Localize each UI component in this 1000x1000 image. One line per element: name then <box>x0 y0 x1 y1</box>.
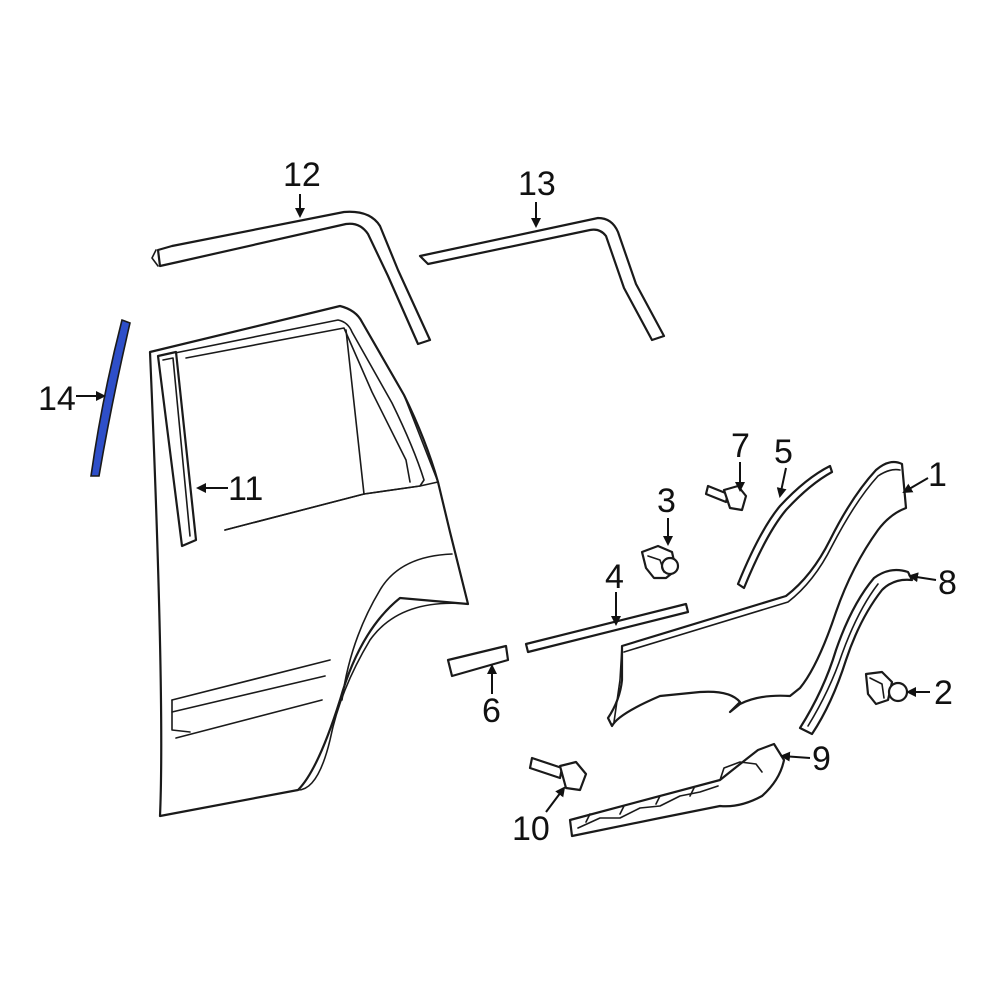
part-11-pillar-applique <box>156 350 198 548</box>
part-9-rocker-molding <box>568 742 786 838</box>
part-4-bottom-molding <box>524 602 690 654</box>
callout-3: 3 <box>657 482 676 520</box>
part-12-roof-molding <box>151 210 432 346</box>
part-14-pillar-molding-highlighted <box>90 318 131 477</box>
callout-7: 7 <box>731 427 750 465</box>
part-13-roof-molding <box>418 216 666 342</box>
callout-6: 6 <box>482 692 501 730</box>
rear-door-panel <box>148 304 470 818</box>
callout-4: 4 <box>605 558 624 596</box>
part-1-wheel-flare <box>606 460 908 728</box>
part-10-retainer-pin <box>528 756 588 792</box>
callout-12: 12 <box>283 156 321 194</box>
callout-2: 2 <box>934 674 953 712</box>
callout-leaders <box>76 194 937 813</box>
part-2-clip <box>864 670 909 706</box>
callout-5: 5 <box>774 433 793 471</box>
part-5-arch-molding <box>736 464 834 590</box>
callout-labels: 12 13 14 11 7 5 1 3 4 8 2 6 9 10 <box>38 156 957 848</box>
callout-8: 8 <box>938 564 957 602</box>
callout-11: 11 <box>228 470 263 508</box>
callout-13: 13 <box>518 165 556 203</box>
part-6-plate <box>446 644 510 678</box>
callout-14: 14 <box>38 380 76 418</box>
callout-10: 10 <box>512 810 550 848</box>
callout-1: 1 <box>928 456 947 494</box>
part-7-push-pin <box>704 484 748 512</box>
part-3-clip <box>640 544 680 580</box>
callout-9: 9 <box>812 740 831 778</box>
